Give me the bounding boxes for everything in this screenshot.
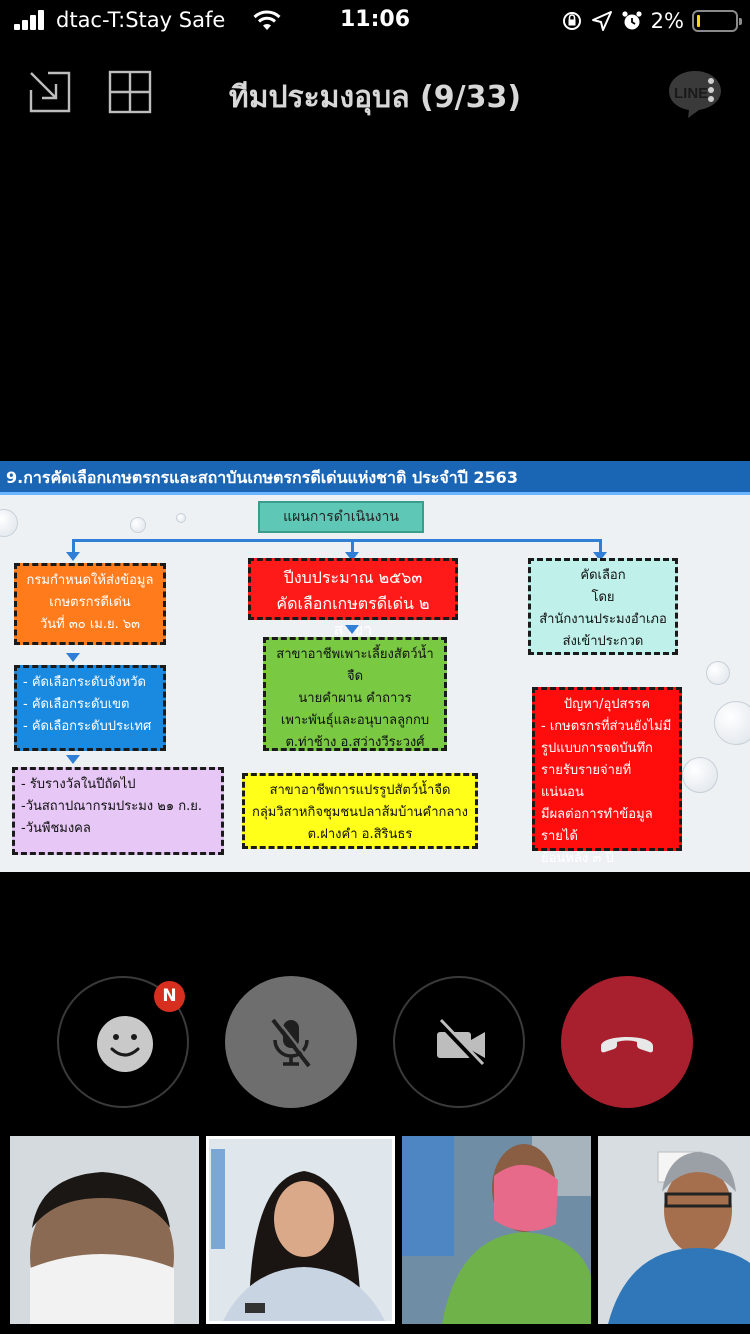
box-text: - คัดเลือกระดับจังหวัด bbox=[23, 675, 146, 690]
box-text: เพาะพันธุ์และอนุบาลลูกกบ bbox=[280, 713, 430, 728]
line-logo-icon[interactable]: LINE bbox=[666, 68, 724, 120]
end-call-icon bbox=[601, 1037, 653, 1053]
box-text: กลุ่มวิสาหกิจชุมชนปลาส้มบ้านคำกลาง bbox=[251, 805, 469, 820]
box-text: คัดเลือก bbox=[580, 568, 626, 583]
participant-video[interactable] bbox=[402, 1136, 591, 1324]
carrier-name: dtac-T:Stay Safe bbox=[56, 8, 226, 32]
notification-badge: N bbox=[154, 981, 185, 1012]
box-text: มีผลต่อการทำข้อมูลรายได้ bbox=[541, 807, 653, 844]
flow-connector bbox=[72, 539, 75, 553]
box-text: ต.ฝางคำ อ.สิรินธร bbox=[307, 827, 413, 842]
decorative-bubble bbox=[714, 701, 750, 745]
box-processing-branch: สาขาอาชีพการแปรรูปสัตว์น้ำจืด กลุ่มวิสาห… bbox=[242, 773, 478, 849]
decorative-bubble bbox=[130, 517, 146, 533]
box-text: กรมกำหนดให้ส่งข้อมูล bbox=[26, 573, 154, 588]
box-text: นายคำผาน คำถาวร bbox=[298, 691, 412, 706]
box-text: เกษตรกรดีเด่น bbox=[49, 595, 131, 610]
box-text: โดย bbox=[591, 590, 615, 605]
participant-image bbox=[10, 1136, 199, 1324]
arrow-head bbox=[66, 755, 80, 764]
box-text: ย้อนหลัง ๓ ปี bbox=[541, 851, 614, 866]
box-text: ปีงบประมาณ ๒๕๖๓ bbox=[283, 568, 423, 587]
mic-muted-icon bbox=[271, 1017, 313, 1068]
video-toggle-button[interactable] bbox=[393, 976, 525, 1108]
box-problems: ปัญหา/อุปสรรค - เกษตรกรที่ส่วนยังไม่มี ร… bbox=[532, 687, 682, 866]
box-text: -วันพืชมงคล bbox=[21, 821, 91, 836]
participant-image bbox=[598, 1136, 750, 1324]
decorative-bubble bbox=[0, 509, 18, 537]
arrow-head bbox=[66, 653, 80, 662]
box-text: รายรับรายจ่ายที่แน่นอน bbox=[541, 763, 632, 800]
box-text: สำนักงานประมงอำเภอ bbox=[539, 612, 667, 627]
box-text: - รับรางวัลในปีถัดไป bbox=[21, 777, 136, 792]
box-text: ปัญหา/อุปสรรค bbox=[563, 697, 651, 712]
flow-connector bbox=[72, 539, 602, 542]
box-selection-by: คัดเลือก โดย สำนักงานประมงอำเภอ ส่งเข้าป… bbox=[528, 558, 678, 655]
alarm-icon bbox=[622, 11, 642, 30]
flow-connector bbox=[351, 539, 354, 553]
box-text: สาขาอาชีพเพาะเลี้ยงสัตว์น้ำจืด bbox=[276, 647, 434, 684]
status-right-group: 2% bbox=[561, 8, 742, 34]
battery-icon bbox=[692, 10, 742, 32]
box-text: - เกษตรกรที่ส่วนยังไม่มี bbox=[541, 719, 672, 734]
decorative-bubble bbox=[682, 757, 718, 793]
box-text: สาขาอาชีพการแปรรูปสัตว์น้ำจืด bbox=[269, 783, 451, 798]
line-logo-text: LINE bbox=[674, 85, 708, 102]
call-title: ทีมประมงอุบล (9/33) bbox=[228, 80, 522, 115]
shared-screen-slide: 9.การคัดเลือกเกษตรกรและสถาบันเกษตรกรดีเด… bbox=[0, 461, 750, 872]
box-text: - คัดเลือกระดับเขต bbox=[23, 697, 130, 712]
box-text: ต.ท่าช้าง อ.สว่างวีระวงศ์ bbox=[285, 735, 425, 750]
orientation-lock-icon bbox=[562, 12, 581, 30]
minimize-icon[interactable] bbox=[28, 70, 72, 114]
status-bar: dtac-T:Stay Safe 11:06 2% bbox=[0, 0, 750, 44]
box-text: วันที่ ๓๐ เม.ย. ๖๓ bbox=[39, 617, 140, 632]
location-icon bbox=[591, 11, 612, 31]
wifi-icon bbox=[253, 10, 281, 30]
box-text: ส่งเข้าประกวด bbox=[562, 634, 644, 649]
grid-view-icon[interactable] bbox=[108, 70, 152, 114]
smiley-icon bbox=[97, 1016, 153, 1072]
cellular-signal-icon bbox=[14, 10, 46, 30]
flow-connector bbox=[599, 539, 602, 553]
call-header: ทีมประมงอุบล (9/33) LINE bbox=[0, 60, 750, 130]
decorative-bubble bbox=[706, 661, 730, 685]
emoji-button[interactable] bbox=[57, 976, 189, 1108]
participant-video[interactable] bbox=[10, 1136, 199, 1324]
slide-header: 9.การคัดเลือกเกษตรกรและสถาบันเกษตรกรดีเด… bbox=[0, 461, 750, 495]
participant-video-active[interactable] bbox=[206, 1136, 395, 1324]
box-selection-levels: - คัดเลือกระดับจังหวัด - คัดเลือกระดับเข… bbox=[14, 665, 166, 751]
box-award-ceremony: - รับรางวัลในปีถัดไป -วันสถาปณากรมประมง … bbox=[12, 767, 224, 855]
decorative-bubble bbox=[176, 513, 186, 523]
box-text: -วันสถาปณากรมประมง ๒๑ ก.ย. bbox=[21, 799, 202, 814]
battery-percent: 2% bbox=[650, 9, 684, 33]
participant-image bbox=[209, 1139, 392, 1321]
box-text: คัดเลือกเกษตรดีเด่น ๒ สาขา bbox=[276, 594, 430, 639]
arrow-head bbox=[593, 552, 607, 561]
participant-video[interactable] bbox=[598, 1136, 750, 1324]
slide-title: 9.การคัดเลือกเกษตรกรและสถาบันเกษตรกรดีเด… bbox=[6, 468, 518, 487]
box-data-deadline: กรมกำหนดให้ส่งข้อมูล เกษตรกรดีเด่น วันที… bbox=[14, 563, 166, 645]
plan-label-box: แผนการดำเนินงาน bbox=[258, 501, 424, 533]
end-call-button[interactable] bbox=[561, 976, 693, 1108]
box-text: - คัดเลือกระดับประเทศ bbox=[23, 719, 152, 734]
box-text: รูปแบบการจดบันทึก bbox=[541, 741, 653, 756]
video-off-icon bbox=[437, 1018, 485, 1068]
mute-mic-button[interactable] bbox=[225, 976, 357, 1108]
arrow-head bbox=[345, 625, 359, 634]
box-fiscal-year: ปีงบประมาณ ๒๕๖๓ คัดเลือกเกษตรดีเด่น ๒ สา… bbox=[248, 558, 458, 639]
arrow-head bbox=[345, 552, 359, 561]
arrow-head bbox=[66, 552, 80, 561]
status-time: 11:06 bbox=[339, 7, 411, 32]
participant-image bbox=[402, 1136, 591, 1324]
box-aquaculture-branch: สาขาอาชีพเพาะเลี้ยงสัตว์น้ำจืด นายคำผาน … bbox=[263, 637, 447, 751]
